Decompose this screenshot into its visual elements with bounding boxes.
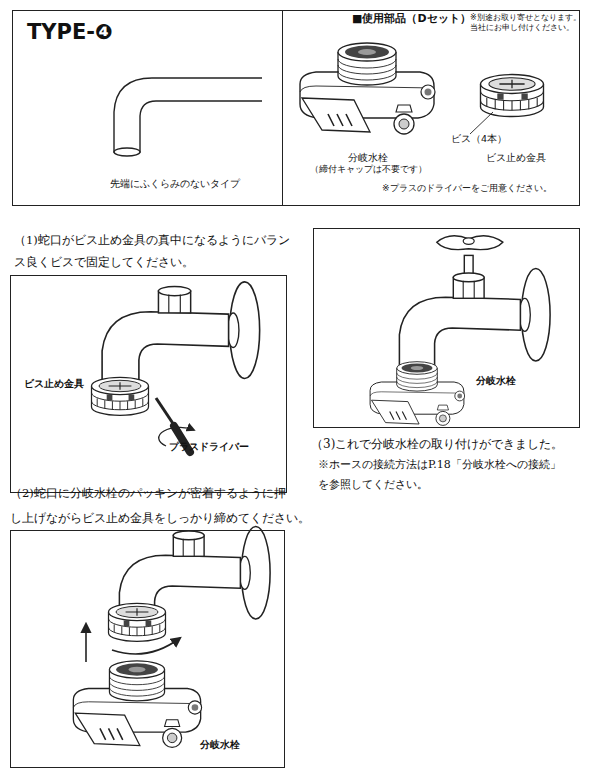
branch-valve <box>370 362 465 426</box>
branch-valve <box>73 661 201 747</box>
faucet <box>399 269 550 378</box>
screw-ring <box>92 377 149 415</box>
part-label: ビス止め金具 <box>24 378 84 390</box>
step-text: （2)蛇口に分岐水栓のパッキンが密着するように押 し上げながらビス止め金具をしっ… <box>10 481 310 531</box>
step-figure: 分岐水栓 <box>313 228 580 428</box>
type-caption: 先端にふくらみのないタイプ <box>75 178 275 190</box>
type-panel: TYPE-❹ 先端にふくらみのないタイプ <box>12 10 283 206</box>
parts-panel: ■使用部品（Dセット）※別途お取り寄せとなります。 当社にお申し付けください。分… <box>282 10 580 206</box>
tool-note: ※プラスのドライバーをご用意ください。 <box>382 183 552 195</box>
tool-label: プラスドライバー <box>169 441 249 453</box>
step-figure: 分岐水栓 <box>10 530 285 768</box>
order-note: ※別途お取り寄せとなります。 当社にお申し付けください。 <box>470 13 588 34</box>
faucet-handle <box>437 236 503 275</box>
turn-arrow <box>112 638 180 654</box>
part-label: 分岐水栓 <box>476 375 516 387</box>
push-arrow <box>85 624 87 662</box>
faucet-pipe-part <box>114 148 140 156</box>
part-label: 分岐水栓 <box>200 739 240 751</box>
faucet-pipe <box>114 78 262 156</box>
screw-ring <box>481 75 544 117</box>
part-name: 分岐水栓 <box>298 152 438 164</box>
type-heading: TYPE-❹ <box>27 19 113 46</box>
part-note: （締付キャップは不要です） <box>298 164 438 176</box>
screw-ring <box>109 603 166 641</box>
step-text: （1)蛇口がビス止め金具の真中になるようにバラン ス良くビスで固定してください。 <box>14 229 296 273</box>
part-name: ビス止め金具 <box>486 152 546 164</box>
part-name: ビス（4本） <box>451 133 507 145</box>
faucet-pipe-part <box>114 78 262 152</box>
parts-heading: ■使用部品（Dセット） <box>352 12 471 26</box>
step-figure: ビス止め金具プラスドライバー <box>10 275 287 493</box>
leader-line <box>470 112 493 134</box>
branch-valve <box>300 43 435 134</box>
reference-note: ※ホースの接続方法はP.18「分岐水栓への接続」 を参照してください。 <box>318 455 586 495</box>
step-text: （3)これで分岐水栓の取り付けができました。 <box>311 434 590 454</box>
